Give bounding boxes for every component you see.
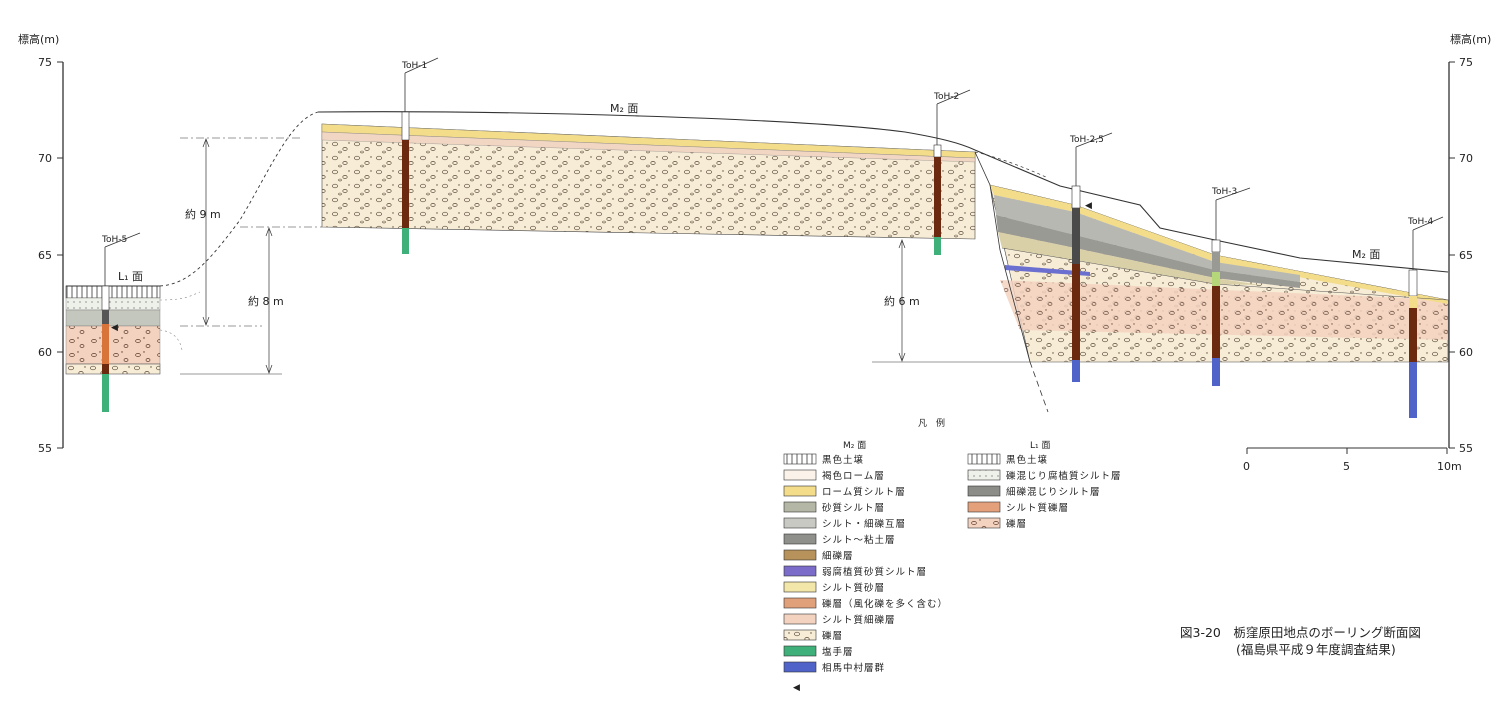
legend-water-level-icon: ◀ (793, 683, 800, 693)
water-level-icon: ◀ (111, 323, 118, 333)
legend-m2-item: シルト・細礫互層 (822, 518, 906, 530)
legend-title: 凡 例 (918, 417, 945, 429)
surface-label-m2-right: M₂ 面 (1352, 248, 1380, 261)
right-slope-block: M₂ 面 ToH-2,5 ◀ ToH-3 ToH-4 (974, 132, 1449, 418)
legend-m2-item: ローム質シルト層 (822, 486, 906, 498)
right-tick-70: 70 (1459, 152, 1473, 165)
right-axis-label: 標高(m) (1450, 32, 1491, 46)
legend-l1-item: 黒色土壌 (1006, 454, 1048, 466)
legend-m2-item: 褐色ローム層 (822, 470, 885, 482)
surface-label-m2: M₂ 面 (610, 102, 638, 115)
caption-line-1: 図3-20 栃窪原田地点のボーリング断面図 (1180, 625, 1421, 640)
borehole-toh25: ToH-2,5 (1069, 135, 1104, 145)
left-tick-70: 70 (38, 152, 52, 165)
borehole-toh4: ToH-4 (1407, 217, 1433, 227)
surface-label-l1: L₁ 面 (118, 270, 143, 283)
left-tick-55: 55 (38, 442, 52, 455)
legend-m2-item: 砂質シルト層 (822, 502, 885, 514)
scale-tick-5: 5 (1343, 460, 1350, 473)
legend-m2-item: 弱腐植質砂質シルト層 (822, 566, 927, 578)
legend-m2-item: 礫層（風化礫を多く含む） (822, 598, 948, 610)
borehole-toh3: ToH-3 (1211, 187, 1237, 197)
m2-terrace-block: M₂ 面 ToH-1 ToH-2 (317, 57, 976, 255)
scale-tick-0: 0 (1243, 460, 1250, 473)
right-tick-60: 60 (1459, 346, 1473, 359)
left-axis-label: 標高(m) (18, 32, 59, 46)
legend-l1-item: 礫混じり腐植質シルト層 (1006, 470, 1122, 482)
legend-m2-item: シルト～粘土層 (822, 534, 896, 546)
right-elevation-axis: 標高(m) 75 70 65 60 55 (1448, 32, 1491, 455)
water-level-icon-2: ◀ (1085, 201, 1092, 211)
caption-line-2: (福島県平成９年度調査結果) (1236, 642, 1396, 657)
legend: 凡 例 M₂ 面 L₁ 面 ◀ 黒色土壌 褐色ローム層 ローム質シルト層 砂質シ… (783, 417, 1122, 693)
borehole-toh5: ToH-5 (101, 235, 127, 245)
legend-m2-item: 相馬中村層群 (822, 662, 885, 674)
left-tick-60: 60 (38, 346, 52, 359)
left-tick-75: 75 (38, 56, 52, 69)
left-tick-65: 65 (38, 249, 52, 262)
legend-l1-item: 礫層 (1006, 518, 1027, 530)
left-elevation-axis: 標高(m) 75 70 65 60 55 (18, 32, 64, 455)
figure-caption: 図3-20 栃窪原田地点のボーリング断面図 (福島県平成９年度調査結果) (1180, 624, 1421, 658)
right-tick-65: 65 (1459, 249, 1473, 262)
borehole-toh1: ToH-1 (401, 61, 427, 71)
legend-head-m2: M₂ 面 (843, 440, 866, 451)
legend-m2-item: 黒色土壌 (822, 454, 864, 466)
borehole-toh2: ToH-2 (933, 92, 959, 102)
legend-l1-item: 細礫混じりシルト層 (1006, 486, 1101, 498)
right-tick-55: 55 (1459, 442, 1473, 455)
scale-tick-10: 10m (1437, 460, 1462, 473)
legend-m2-item: 礫層 (822, 630, 843, 642)
legend-m2-item: 塩手層 (822, 646, 854, 658)
legend-m2-item: シルト質細礫層 (822, 614, 896, 626)
legend-head-l1: L₁ 面 (1030, 440, 1050, 451)
right-tick-75: 75 (1459, 56, 1473, 69)
dimension-annotations: 約 9 m 約 8 m 約 6 m (180, 137, 1030, 375)
dimension-label-8m: 約 8 m (248, 294, 284, 308)
legend-l1-item: シルト質礫層 (1006, 502, 1069, 514)
dimension-label-9m: 約 9 m (185, 207, 221, 221)
horizontal-scale-bar: 0 5 10m (1243, 447, 1462, 473)
dimension-label-6m: 約 6 m (884, 294, 920, 308)
l1-terrace-block: L₁ 面 ToH-5 ◀ (65, 232, 161, 412)
legend-m2-item: シルト質砂層 (822, 582, 885, 594)
legend-m2-item: 細礫層 (822, 550, 854, 562)
